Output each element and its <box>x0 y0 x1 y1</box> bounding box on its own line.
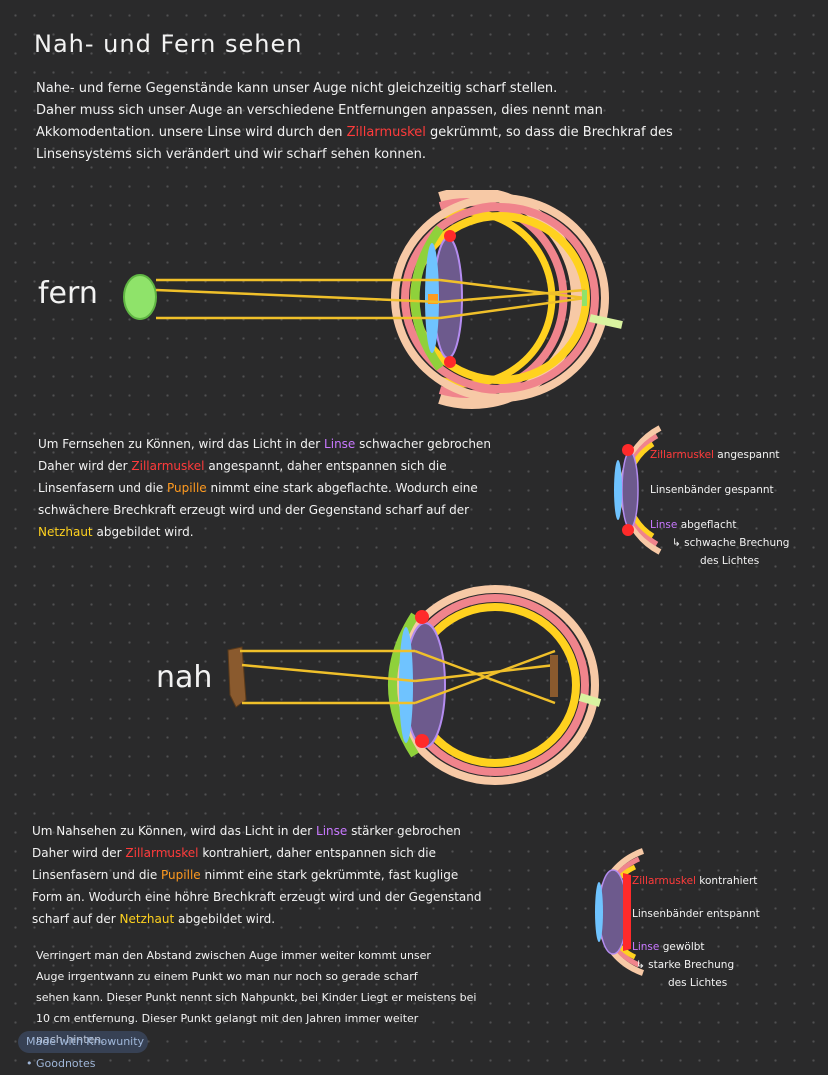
annotation-line: Zillarmuskel kontrahiert <box>632 875 758 887</box>
ziliarmuskel-term: Zillarmuskel <box>346 125 426 140</box>
annotation-line: des Lichtes <box>700 555 760 567</box>
text-line: Form an. Wodurch eine höhre Brechkraft e… <box>32 890 482 904</box>
text-line: Auge irrgentwann zu einem Punkt wo man n… <box>36 970 418 983</box>
text-line: sehen kann. Dieser Punkt nennt sich Nahp… <box>36 991 477 1004</box>
text-line: Daher wird der Zillarmuskel kontrahiert,… <box>32 846 436 860</box>
watermark: Made with Knowunity • Goodnotes <box>18 1031 148 1070</box>
fern-paragraph: Um Fernsehen zu Können, wird das Licht i… <box>38 433 578 543</box>
intro-line: Linsensystems sich verändert und wir sch… <box>36 147 426 162</box>
nah-label: nah <box>156 660 213 695</box>
nahpunkt-paragraph: Verringert man den Abstand zwischen Auge… <box>36 945 496 1050</box>
text-line: Linsenfasern und die Pupille nimmt eine … <box>32 868 459 882</box>
intro-line: Daher muss sich unser Auge an verschiede… <box>36 103 603 118</box>
text-line: Daher wird der Zillarmuskel angespannt, … <box>38 459 447 473</box>
text-line: schwächere Brechkraft erzeugt wird und d… <box>38 503 470 517</box>
text-line: Um Nahsehen zu Können, wird das Licht in… <box>32 824 461 838</box>
lens-detail-near <box>595 848 644 976</box>
eye-diagram-far <box>123 190 623 409</box>
page-title: Nah- und Fern sehen <box>34 30 303 58</box>
text-line: nach hinten. <box>36 1033 105 1046</box>
annotation-line: Linse abgeflacht <box>650 519 737 531</box>
annotation-line: Linse gewölbt <box>632 941 705 953</box>
fern-label: fern <box>38 276 98 311</box>
text-line: 10 cm entfernung. Dieser Punkt gelangt m… <box>36 1012 419 1025</box>
annotation-near: Zillarmuskel kontrahiert Linsenbänder en… <box>632 872 822 992</box>
nah-paragraph: Um Nahsehen zu Können, wird das Licht in… <box>32 820 572 930</box>
text-line: Linsenfasern und die Pupille nimmt eine … <box>38 481 478 495</box>
annotation-line: ↳ starke Brechung <box>636 959 735 971</box>
annotation-line: ↳ schwache Brechung <box>672 537 790 549</box>
text-line: Um Fernsehen zu Können, wird das Licht i… <box>38 437 491 451</box>
annotation-line: Linsenbänder entspannt <box>632 908 760 920</box>
eye-diagram-near <box>227 585 602 785</box>
intro-line: Nahe- und ferne Gegenstände kann unser A… <box>36 81 558 96</box>
text-line: scharf auf der Netzhaut abgebildet wird. <box>32 912 276 926</box>
annotation-line: des Lichtes <box>668 977 728 989</box>
text-line: Netzhaut abgebildet wird. <box>38 525 194 539</box>
lens-detail-far <box>614 425 662 555</box>
text-line: Verringert man den Abstand zwischen Auge… <box>36 949 431 962</box>
intro-paragraph: Nahe- und ferne Gegenstände kann unser A… <box>36 78 806 166</box>
annotation-far: Zillarmuskel angespannt Linsenbänder ges… <box>650 446 825 570</box>
intro-line: Akkomodentation. unsere Linse wird durch… <box>36 125 673 140</box>
annotation-line: Linsenbänder gespannt <box>650 484 774 496</box>
annotation-line: Zillarmuskel angespannt <box>650 449 780 461</box>
